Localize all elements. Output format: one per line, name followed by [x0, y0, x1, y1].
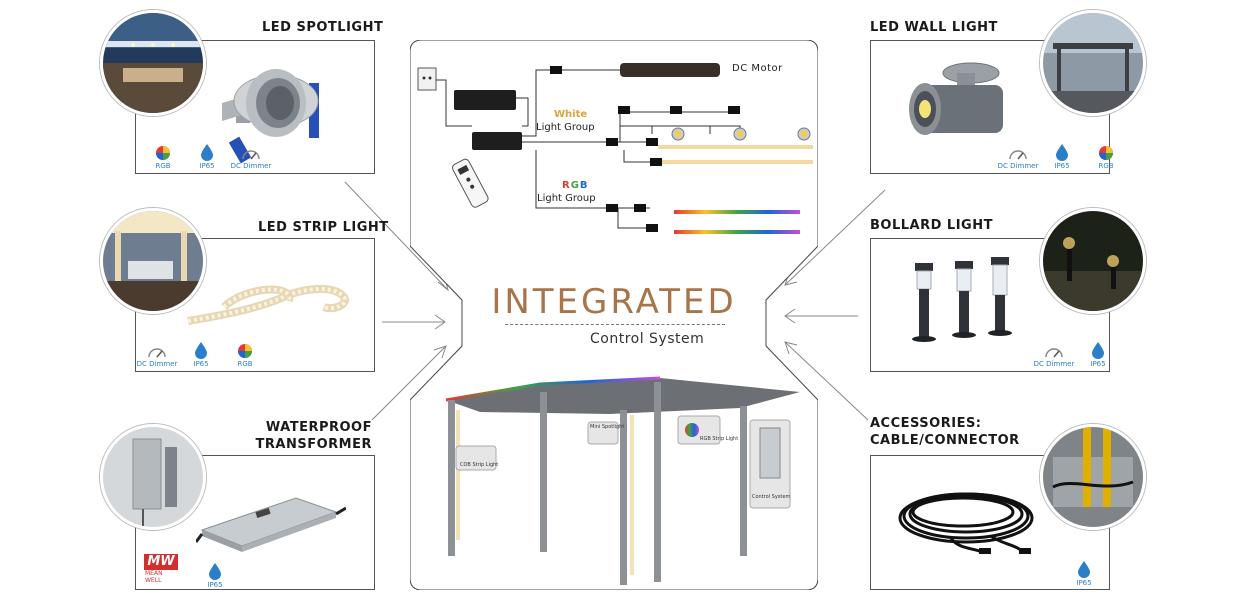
center-subtitle: Control System	[590, 331, 705, 347]
dimmer-feature: DC Dimmer	[998, 147, 1038, 170]
bollard-title: BOLLARD LIGHT	[870, 218, 993, 233]
rgb-feature: RGB	[228, 343, 262, 368]
spotlight-icons: RGB IP65 DC Dimmer	[146, 143, 271, 170]
transformer-install-photo	[100, 424, 206, 530]
rgb-icon	[156, 146, 170, 160]
bollard-scene-photo	[1040, 208, 1146, 314]
dimmer-feature: DC Dimmer	[137, 345, 177, 368]
rgb-label: RGB	[562, 180, 589, 191]
spotlight-scene-photo	[100, 10, 206, 116]
power-supply-box	[454, 90, 516, 110]
wiring-diagram	[417, 63, 813, 234]
wall-outlet-icon	[417, 67, 437, 91]
mini-spotlight-icons	[671, 127, 811, 141]
wall-light-scene-photo	[1040, 10, 1146, 116]
ip65-feature: IP65	[190, 143, 224, 170]
accessories-title-line1: ACCESSORIES:	[870, 416, 982, 431]
white-strip-1	[658, 145, 813, 149]
pergola-tag-rgb-strip: RGB Strip Light	[700, 436, 738, 442]
water-drop-icon	[1092, 342, 1104, 359]
transformer-image	[196, 497, 346, 552]
water-drop-icon	[201, 144, 213, 161]
ip65-feature: IP65	[1081, 341, 1115, 368]
dimmer-gauge-icon	[148, 348, 166, 358]
ip65-feature: IP65	[184, 341, 218, 368]
spotlight-image	[222, 69, 319, 163]
ip65-feature: IP65	[1045, 143, 1079, 170]
water-drop-icon	[209, 563, 221, 580]
pergola-tag-cob-strip: COB Strip Light	[460, 462, 498, 468]
strip-icons: DC Dimmer IP65 RGB	[137, 341, 262, 368]
ip65-feature: IP65	[198, 562, 232, 589]
rgb-icon	[1099, 146, 1113, 160]
water-drop-icon	[1056, 144, 1068, 161]
white-strip-2	[662, 160, 813, 164]
remote-control-icon	[451, 158, 489, 208]
pergola-tags	[455, 415, 791, 509]
mean-well-logo: MW MEAN WELL	[144, 554, 178, 584]
rgb-feature: RGB	[146, 145, 180, 170]
accessories-title-line2: CABLE/CONNECTOR	[870, 433, 1020, 448]
transformer-title: WATERPROOF TRANSFORMER	[240, 419, 372, 453]
accessories-title: ACCESSORIES: CABLE/CONNECTOR	[870, 415, 1020, 449]
white-light-group-label: Light Group	[536, 122, 595, 133]
water-drop-icon	[1078, 561, 1090, 578]
accessories-install-photo	[1040, 424, 1146, 530]
bollard-icons: DC Dimmer IP65	[1034, 341, 1115, 368]
wall-light-title: LED WALL LIGHT	[870, 20, 998, 35]
water-drop-icon	[195, 342, 207, 359]
transformer-icons: IP65	[198, 562, 232, 589]
strip-scene-photo	[100, 208, 206, 314]
pergola-illustration: COB Strip Light Mini Spotlight RGB Strip…	[445, 376, 800, 585]
white-label: White	[554, 109, 588, 120]
center-title: INTEGRATED	[491, 282, 737, 322]
controller-box	[472, 132, 522, 150]
rgb-light-group-label: Light Group	[537, 193, 596, 204]
rgb-feature: RGB	[1089, 145, 1123, 170]
dc-motor-icon	[620, 63, 720, 77]
rgb-strips	[674, 210, 800, 234]
wall-light-icons: DC Dimmer IP65 RGB	[998, 143, 1123, 170]
dimmer-gauge-icon	[242, 150, 260, 160]
pergola-tag-control-system: Control System	[752, 494, 790, 500]
pergola-tag-mini-spotlight: Mini Spotlight	[590, 424, 624, 430]
dimmer-feature: DC Dimmer	[1034, 345, 1074, 368]
transformer-title-line1: WATERPROOF	[265, 420, 372, 435]
ip65-feature: IP65	[1067, 560, 1101, 587]
rgb-icon	[238, 344, 252, 358]
accessories-icons: IP65	[1067, 560, 1101, 587]
strip-title: LED STRIP LIGHT	[258, 220, 389, 235]
dimmer-gauge-icon	[1009, 150, 1027, 160]
bollard-image	[912, 257, 1012, 342]
wall-light-image	[909, 62, 1003, 135]
transformer-title-line2: TRANSFORMER	[255, 437, 372, 452]
dc-motor-label: DC Motor	[732, 63, 783, 74]
center-title-divider	[505, 324, 725, 325]
spotlight-title: LED SPOTLIGHT	[262, 20, 384, 35]
cable-image	[898, 492, 1034, 554]
strip-image	[187, 284, 349, 325]
dimmer-gauge-icon	[1045, 348, 1063, 358]
dimmer-feature: DC Dimmer	[231, 147, 271, 170]
center-panel-frame	[410, 40, 818, 590]
